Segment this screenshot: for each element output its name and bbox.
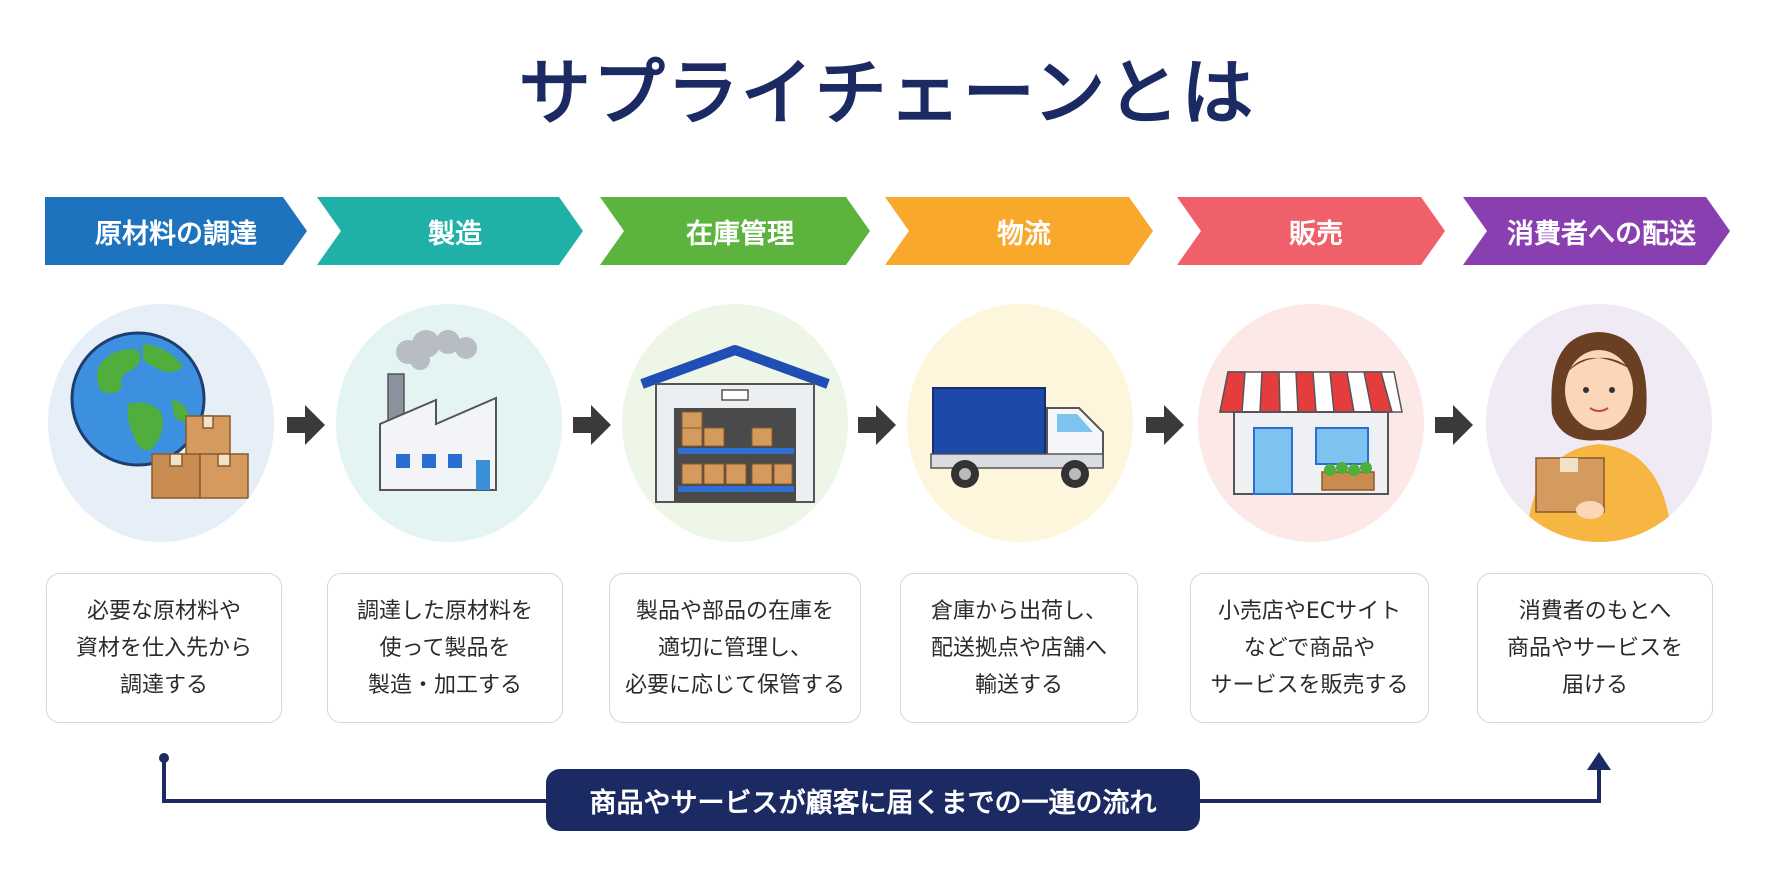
step-description-manufacturing: 調達した原材料を 使って製品を 製造・加工する: [327, 573, 563, 723]
warehouse-icon: [622, 304, 848, 542]
step-label: 原材料の調達: [95, 218, 257, 250]
step-label: 製造: [428, 218, 482, 250]
step-label: 消費者への配送: [1507, 218, 1696, 250]
desc-line: 資材を仕入先から: [75, 635, 252, 661]
step-description-inventory: 製品や部品の在庫を 適切に管理し、 必要に応じて保管する: [609, 573, 861, 723]
desc-line: 製造・加工する: [367, 672, 522, 698]
step-header-manufacturing: 製造: [317, 197, 583, 265]
globe-boxes-icon: [48, 304, 274, 542]
step-header-inventory: 在庫管理: [600, 197, 870, 265]
desc-line: 小売店やECサイト: [1217, 598, 1402, 624]
step-description-delivery: 消費者のもとへ 商品やサービスを 届ける: [1477, 573, 1713, 723]
desc-line: 商品やサービスを: [1506, 635, 1683, 661]
step-header-delivery: 消費者への配送: [1463, 197, 1730, 265]
desc-line: 製品や部品の在庫を: [635, 598, 834, 624]
arrow-right-icon: [1146, 403, 1184, 447]
desc-line: サービスを販売する: [1210, 672, 1409, 698]
step-label: 物流: [997, 218, 1051, 250]
desc-line: 配送拠点や店舗へ: [930, 635, 1107, 661]
desc-line: 必要な原材料や: [86, 598, 241, 624]
desc-line: などで商品や: [1243, 635, 1376, 661]
step-label: 販売: [1289, 218, 1343, 250]
desc-line: 届ける: [1561, 672, 1628, 698]
step-header-logistics: 物流: [885, 197, 1153, 265]
desc-line: 倉庫から出荷し、: [930, 598, 1107, 624]
desc-line: 調達する: [119, 672, 208, 698]
factory-icon: [336, 304, 562, 542]
step-header-procurement: 原材料の調達: [45, 197, 307, 265]
page-title: サプライチェーンとは: [518, 51, 1256, 135]
arrow-right-icon: [573, 403, 611, 447]
desc-line: 適切に管理し、: [657, 635, 812, 661]
arrow-right-icon: [858, 403, 896, 447]
arrow-right-icon: [287, 403, 325, 447]
step-description-procurement: 必要な原材料や 資材を仕入先から 調達する: [46, 573, 282, 723]
desc-line: 消費者のもとへ: [1518, 598, 1672, 624]
step-description-logistics: 倉庫から出荷し、 配送拠点や店舗へ 輸送する: [900, 573, 1138, 723]
step-label: 在庫管理: [686, 218, 794, 250]
desc-line: 輸送する: [974, 672, 1063, 698]
step-header-sales: 販売: [1177, 197, 1445, 265]
desc-line: 調達した原材料を: [356, 598, 533, 624]
flow-caption: 商品やサービスが顧客に届くまでの一連の流れ: [546, 769, 1200, 831]
step-description-sales: 小売店やECサイト などで商品や サービスを販売する: [1190, 573, 1429, 723]
consumer-with-box-icon: [1486, 304, 1712, 542]
arrow-right-icon: [1435, 403, 1473, 447]
desc-line: 必要に応じて保管する: [624, 672, 845, 698]
store-icon: [1198, 304, 1424, 542]
truck-icon: [907, 304, 1133, 542]
desc-line: 使って製品を: [379, 635, 511, 661]
